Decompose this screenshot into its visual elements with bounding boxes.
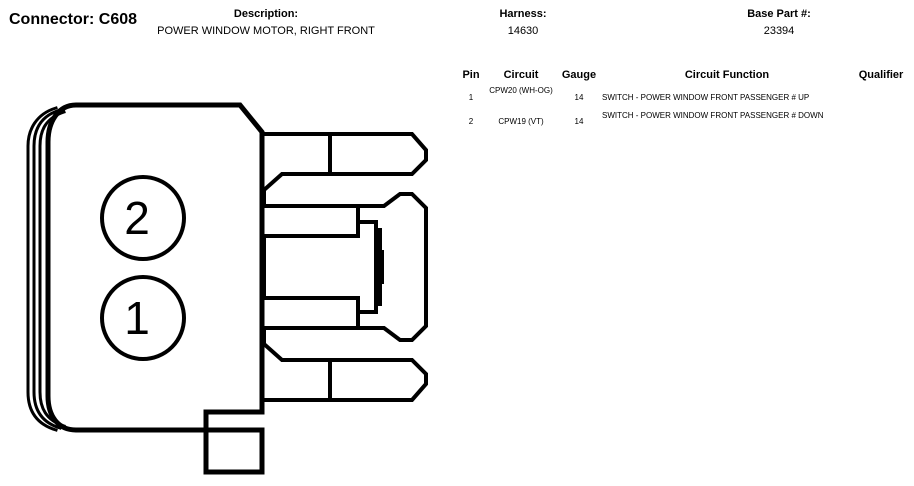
pin-header: Pin [462,69,480,81]
pin-1-cavity [100,275,186,361]
gauge-cell: 14 [574,93,584,102]
circuit-cell: CPW19 (VT) [498,117,544,126]
connector-title: Connector: C608 [9,11,138,28]
upper-latch [262,132,428,208]
description-value: POWER WINDOW MOTOR, RIGHT FRONT [157,25,375,37]
connector-left-edge [38,110,66,428]
description-label: Description: [233,8,299,20]
circuit-function-header: Circuit Function [684,69,770,81]
harness-value: 14630 [507,25,539,37]
pin-cell: 1 [468,93,474,102]
pin-1-label: 1 [124,292,150,344]
center-key [262,206,360,328]
gauge-cell: 14 [574,117,584,126]
circuit-function-cell: SWITCH - POWER WINDOW FRONT PASSENGER # … [602,93,810,102]
circuit-cell: CPW20 (WH-OG) [489,86,553,95]
base-part-value: 23394 [763,25,795,37]
circuit-function-cell: SWITCH - POWER WINDOW FRONT PASSENGER # … [602,111,824,120]
circuit-header: Circuit [503,69,539,81]
lower-latch [262,326,428,402]
harness-label: Harness: [499,8,547,20]
pin-2-label: 2 [124,192,150,244]
qualifier-header: Qualifier [858,69,904,81]
base-part-label: Base Part #: [747,8,811,20]
pin-2-cavity [100,175,186,261]
gauge-header: Gauge [561,69,597,81]
pin-cell: 2 [468,117,474,126]
connector-body-outline [45,102,265,475]
